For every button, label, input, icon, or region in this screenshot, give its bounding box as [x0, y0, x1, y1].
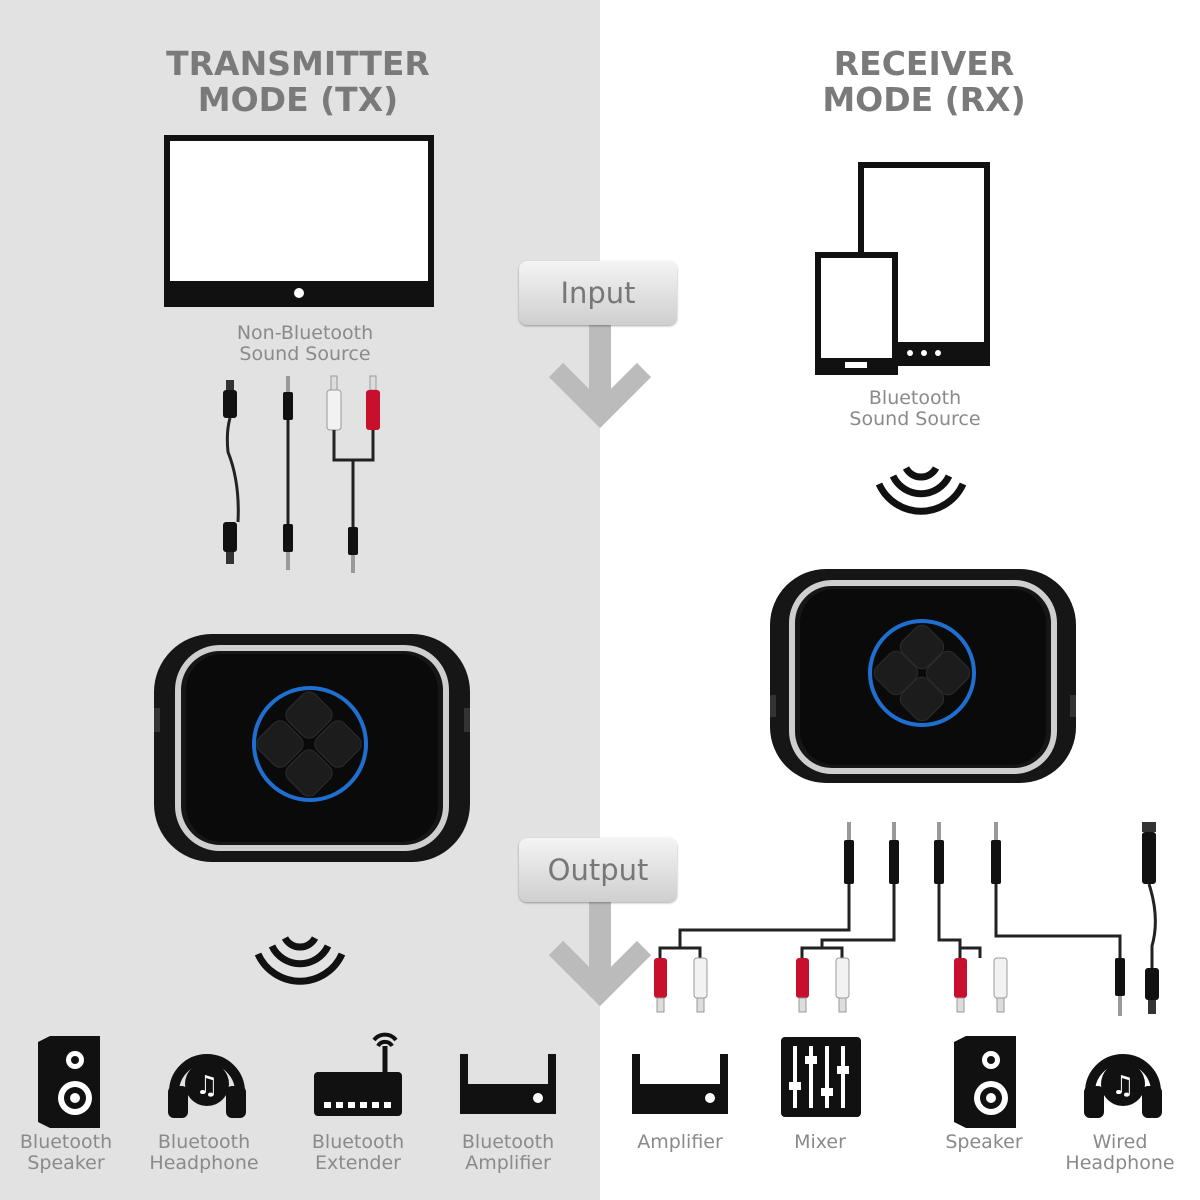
tx-bluetooth-device [154, 634, 470, 862]
amplifier-icon [460, 1054, 556, 1114]
tx-output-0: Bluetooth Speaker [6, 1132, 126, 1174]
tx-output-2-line1: Bluetooth [311, 1131, 405, 1153]
tx-heading: TRANSMITTER MODE (TX) [108, 46, 488, 118]
rx-bluetooth-device [770, 569, 1076, 783]
speaker-icon [954, 1036, 1016, 1128]
device-control-buttons [873, 624, 971, 722]
mixer-icon [781, 1037, 861, 1117]
rx-heading-line1: RECEIVER [833, 44, 1015, 83]
headphone-icon: ♫ [1084, 1054, 1162, 1118]
tx-output-3-line1: Bluetooth [461, 1131, 555, 1153]
rx-output-3-line1: Wired [1092, 1131, 1148, 1153]
svg-text:♫: ♫ [195, 1071, 218, 1101]
rx-output-2: Speaker [924, 1132, 1044, 1153]
tx-heading-line2: MODE (TX) [197, 80, 399, 119]
rx-heading: RECEIVER MODE (RX) [734, 46, 1114, 118]
output-arrow-icon [548, 892, 652, 1007]
speaker-icon [38, 1036, 100, 1128]
rx-output-0-line1: Amplifier [637, 1131, 723, 1153]
rx-output-3-line2: Headphone [1065, 1152, 1175, 1174]
tx-source-caption: Non-Bluetooth Sound Source [180, 323, 430, 365]
svg-text:♫: ♫ [1111, 1071, 1134, 1101]
tx-heading-line1: TRANSMITTER [166, 44, 430, 83]
phone-tablet-icon [815, 162, 990, 375]
tx-wireless-waves-icon [254, 936, 346, 985]
rx-source-line1: Bluetooth [868, 387, 962, 409]
rx-output-cables [654, 822, 1159, 1016]
headphone-icon: ♫ [168, 1054, 246, 1118]
rx-output-3: Wired Headphone [1060, 1132, 1180, 1174]
rx-source-line2: Sound Source [849, 408, 981, 430]
device-control-buttons [256, 691, 362, 797]
optical-cable-icon [223, 380, 240, 564]
tx-output-2-line2: Extender [315, 1152, 401, 1174]
tx-output-0-line2: Speaker [27, 1152, 105, 1174]
input-arrow-icon [548, 318, 652, 429]
rx-output-0: Amplifier [620, 1132, 740, 1153]
output-label: Output [519, 838, 677, 902]
rca-cable-icon [326, 375, 380, 573]
tv-monitor-icon [164, 135, 434, 307]
tx-input-cables [223, 375, 380, 573]
tx-output-1: Bluetooth Headphone [144, 1132, 264, 1174]
amplifier-icon [632, 1054, 728, 1114]
tx-source-line1: Non-Bluetooth [236, 322, 374, 344]
input-label: Input [519, 261, 677, 325]
rx-output-2-line1: Speaker [945, 1131, 1023, 1153]
tx-output-3-line2: Amplifier [465, 1152, 551, 1174]
tx-output-2: Bluetooth Extender [298, 1132, 418, 1174]
rx-heading-line2: MODE (RX) [822, 80, 1026, 119]
tx-output-0-line1: Bluetooth [19, 1131, 113, 1153]
rx-source-caption: Bluetooth Sound Source [790, 388, 1040, 430]
rx-wireless-waves-icon [875, 466, 967, 515]
tx-output-1-line2: Headphone [149, 1152, 259, 1174]
router-icon [314, 1032, 402, 1116]
tx-output-3: Bluetooth Amplifier [448, 1132, 568, 1174]
aux-cable-icon [283, 376, 293, 570]
rx-output-1: Mixer [760, 1132, 880, 1153]
tx-source-line2: Sound Source [239, 343, 371, 365]
rx-output-1-line1: Mixer [794, 1131, 846, 1153]
tx-output-1-line1: Bluetooth [157, 1131, 251, 1153]
rca-plug-pairs [654, 957, 1008, 1013]
